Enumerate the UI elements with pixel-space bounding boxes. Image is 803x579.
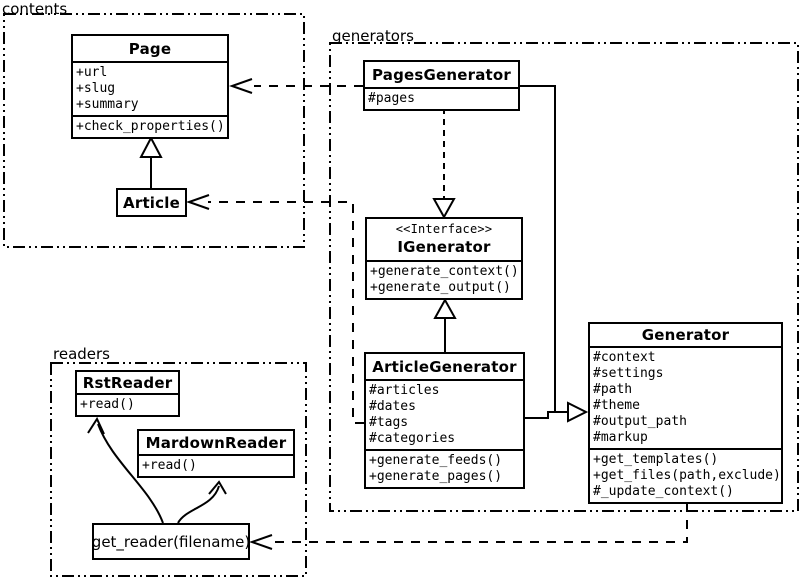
generalization-triangle-generator — [567, 401, 589, 423]
class-pagesgenerator-attributes: #pages — [365, 87, 518, 109]
realization-triangle-igenerator-top — [432, 198, 456, 220]
dependency-articlegenerator-to-article-line — [208, 201, 364, 424]
arrowhead-markdownreader — [208, 480, 227, 495]
attribute: #articles — [369, 383, 440, 398]
attribute: #path — [593, 382, 633, 397]
class-generator-attributes: #context #settings #path #theme #output_… — [590, 346, 781, 448]
class-page-title: Page — [128, 39, 172, 58]
package-border-generators — [329, 42, 799, 512]
class-page: Page +url +slug +summary +check_properti… — [71, 34, 229, 139]
attribute: #output_path — [593, 414, 687, 429]
attribute: #markup — [593, 430, 648, 445]
class-igenerator-methods: +generate_context() +generate_output() — [367, 260, 521, 298]
package-label-contents: contents — [2, 0, 68, 18]
method: +get_files(path,exclude) — [593, 468, 781, 483]
package-label-generators: generators — [332, 27, 414, 45]
method: +generate_pages() — [369, 469, 503, 484]
dependency-arrowhead-page — [228, 78, 253, 94]
attribute: #context — [593, 350, 656, 365]
dependency-generator-to-getreader-line — [270, 503, 688, 543]
package-label-readers: readers — [53, 345, 110, 363]
class-page-attributes: +url +slug +summary — [73, 61, 227, 115]
method: +generate_feeds() — [369, 453, 503, 468]
generalization-pagesgenerator-to-generator-line — [520, 85, 568, 413]
attribute: +slug — [76, 81, 116, 96]
class-pagesgenerator: PagesGenerator #pages — [363, 60, 520, 111]
attribute: #theme — [593, 398, 640, 413]
dependency-arrowhead-getreader — [248, 534, 273, 550]
class-articlegenerator-title: ArticleGenerator — [372, 357, 517, 376]
class-markdownreader-methods: +read() — [139, 454, 293, 476]
class-generator-title: Generator — [641, 326, 730, 344]
attribute: +url — [76, 65, 108, 80]
package-border-readers — [50, 362, 307, 577]
function-get-reader-label: get_reader(filename) — [91, 532, 251, 551]
attribute: #categories — [369, 431, 456, 446]
class-rstreader-title: RstReader — [82, 373, 173, 392]
dependency-arrowhead-article — [185, 194, 210, 210]
method: +generate_output() — [370, 280, 511, 295]
class-page-methods: +check_properties() — [73, 115, 227, 137]
arrow-getreader-to-rstreader-line — [97, 423, 164, 524]
class-markdownreader-title: MardownReader — [145, 433, 287, 452]
generalization-articlegenerator-to-generator-line — [525, 411, 568, 419]
method: +generate_context() — [370, 264, 519, 279]
realization-triangle-igenerator-bottom — [433, 297, 457, 319]
attribute: +summary — [76, 97, 139, 112]
method: +read() — [80, 397, 135, 412]
attribute: #tags — [369, 415, 409, 430]
attribute: #settings — [593, 366, 664, 381]
class-rstreader: RstReader +read() — [75, 370, 180, 417]
class-pagesgenerator-title: PagesGenerator — [371, 65, 512, 84]
class-name: IGenerator — [397, 238, 491, 256]
method: +get_templates() — [593, 452, 719, 467]
class-igenerator-title: <<Interface>> IGenerator — [367, 219, 521, 260]
method: +check_properties() — [76, 119, 225, 134]
attribute: #dates — [369, 399, 416, 414]
class-article-title: Article — [123, 193, 180, 212]
method: #_update_context() — [593, 484, 734, 499]
class-articlegenerator-methods: +generate_feeds() +generate_pages() — [366, 449, 523, 487]
function-get-reader: get_reader(filename) — [92, 523, 250, 560]
class-articlegenerator-attributes: #articles #dates #tags #categories — [366, 379, 523, 449]
generalization-triangle-page — [139, 135, 163, 158]
package-border-contents — [3, 13, 305, 248]
arrowhead-rstreader — [87, 416, 105, 435]
attribute: #pages — [368, 91, 415, 106]
class-markdownreader: MardownReader +read() — [137, 429, 295, 478]
class-articlegenerator: ArticleGenerator #articles #dates #tags … — [364, 352, 525, 489]
class-rstreader-methods: +read() — [77, 393, 178, 415]
stereotype: <<Interface>> — [395, 222, 493, 236]
class-generator: Generator #context #settings #path #them… — [588, 322, 783, 504]
arrow-getreader-to-markdownreader-line — [177, 485, 220, 524]
class-igenerator: <<Interface>> IGenerator +generate_conte… — [365, 217, 523, 300]
class-article: Article — [116, 188, 187, 217]
method: +read() — [142, 458, 197, 473]
class-generator-methods: +get_templates() +get_files(path,exclude… — [590, 448, 781, 502]
